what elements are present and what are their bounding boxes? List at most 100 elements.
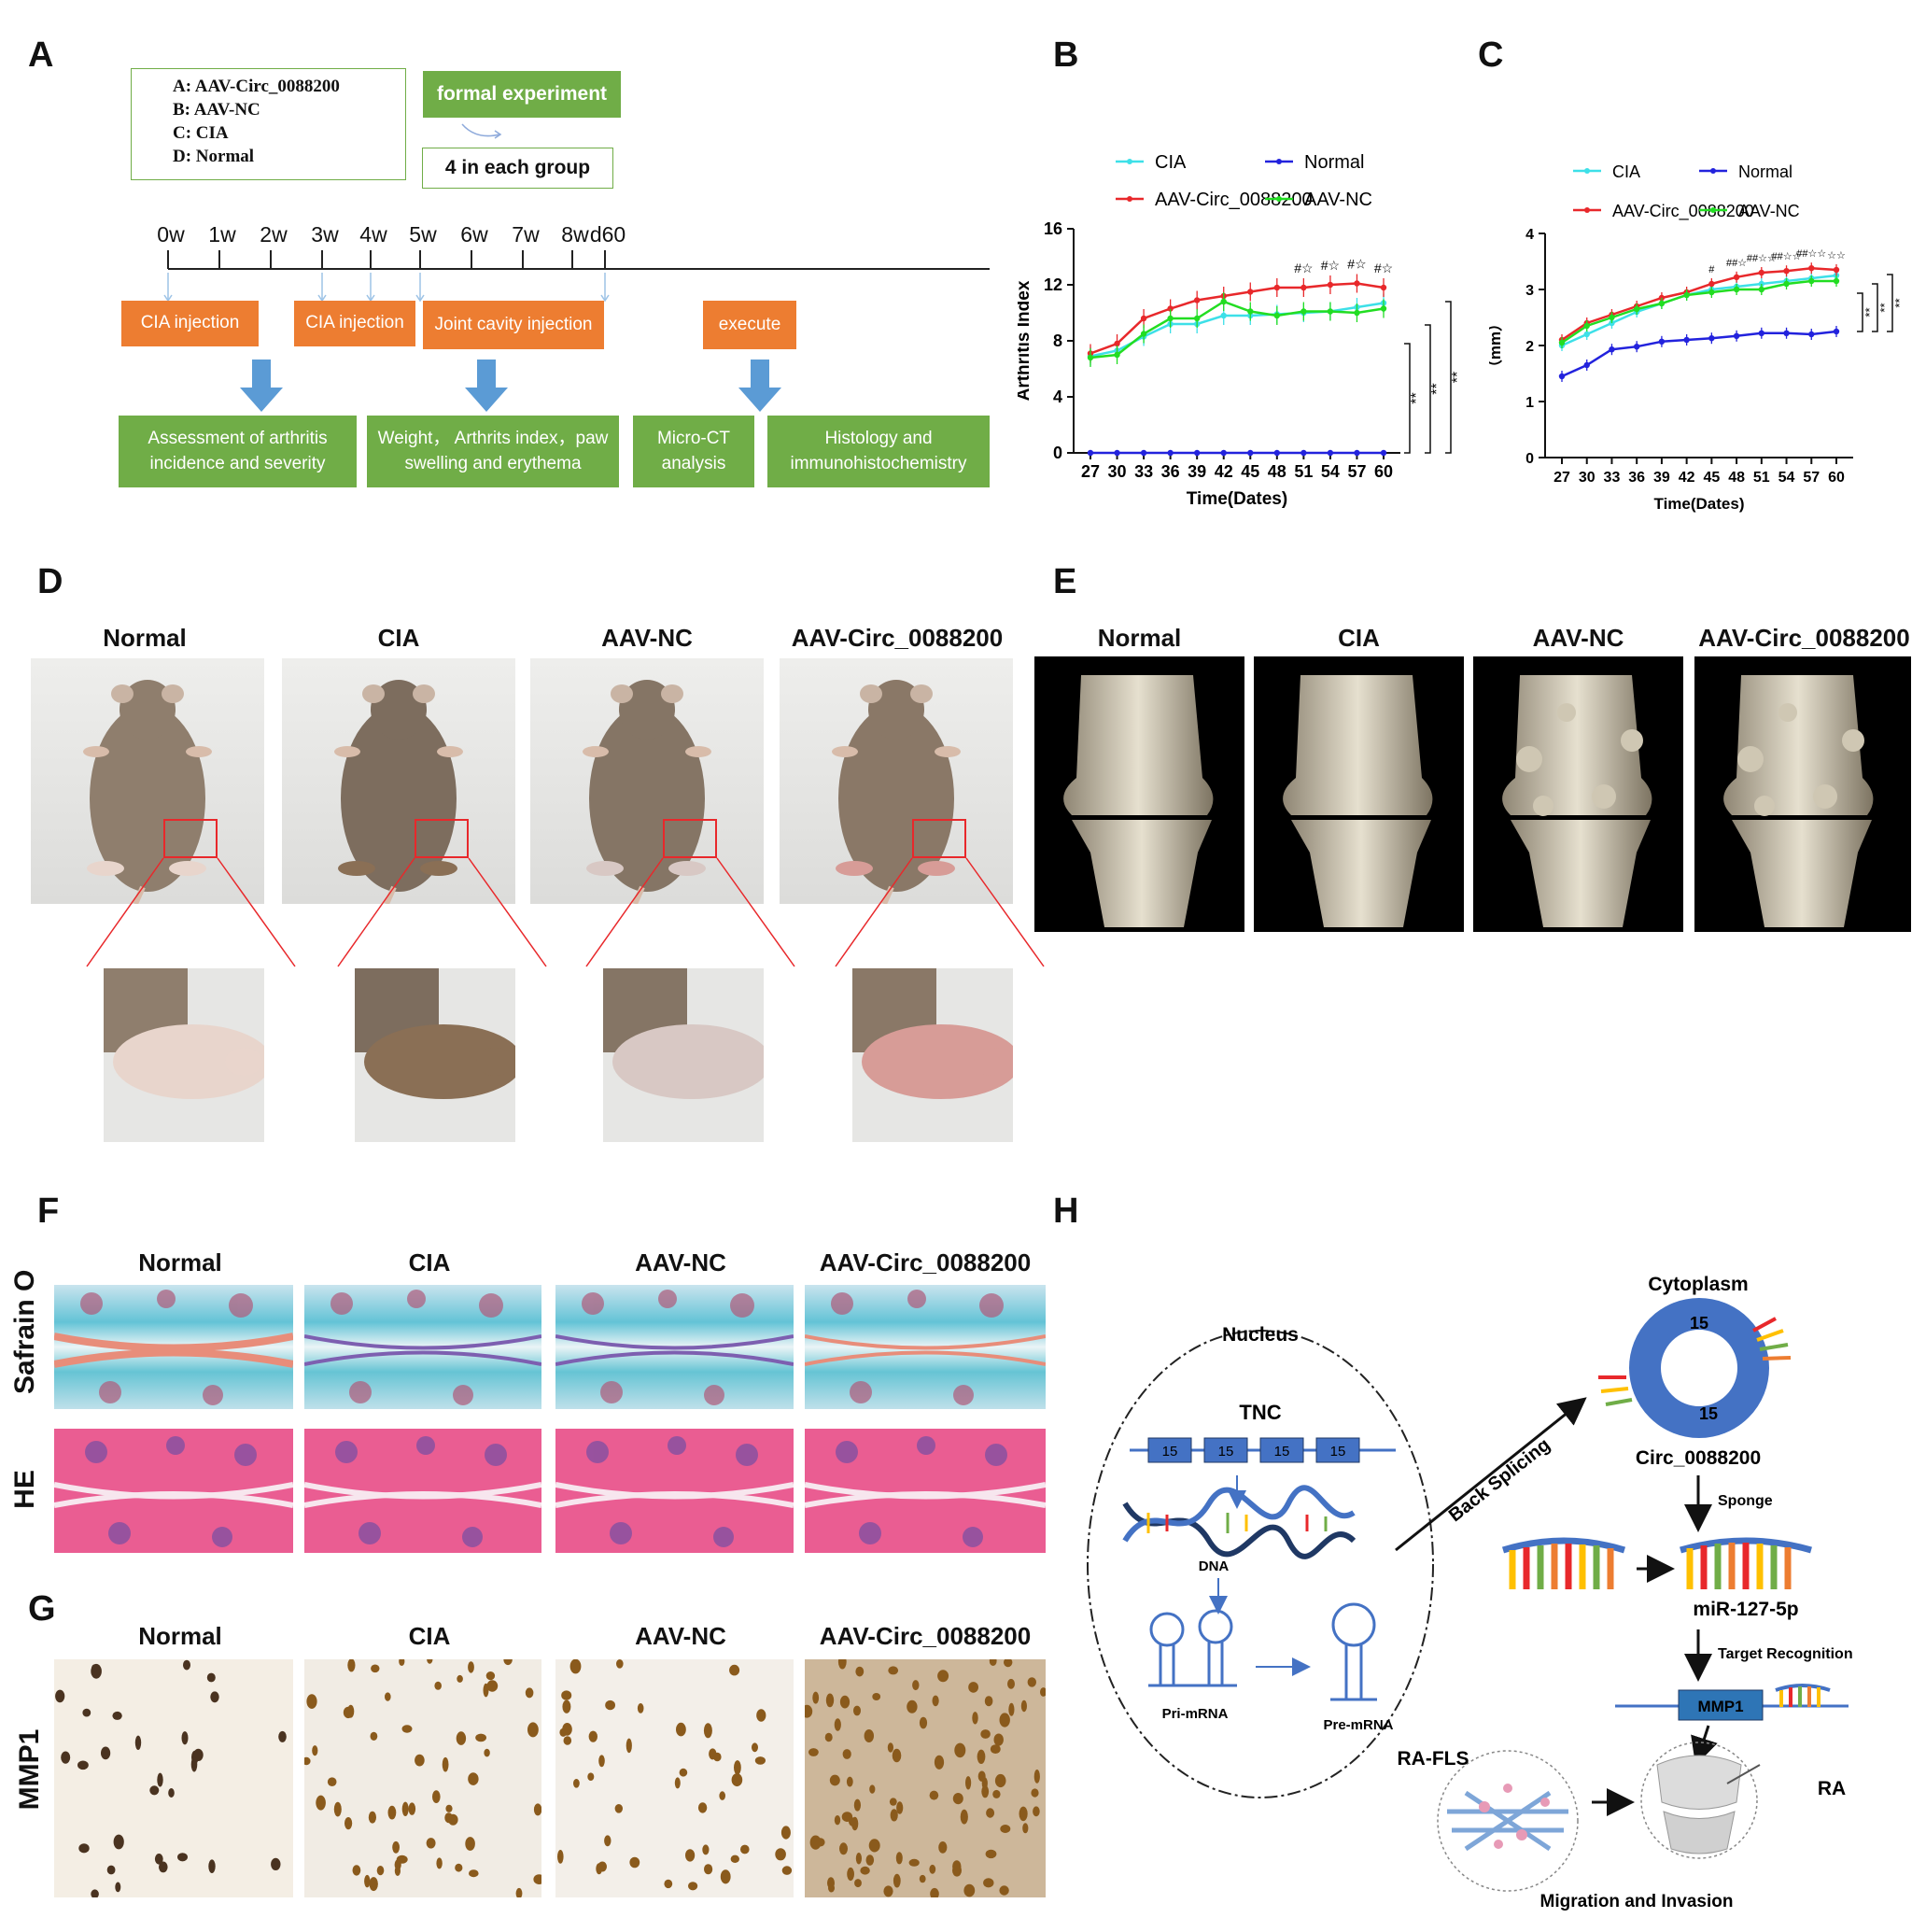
exon-label: 15 [1162, 1444, 1178, 1460]
he-stain-image [304, 1429, 541, 1553]
data-point [1354, 449, 1360, 457]
exon-label: 15 [1699, 1404, 1718, 1423]
y-tick-label: 2 [1525, 339, 1534, 355]
panel-h-mechanism-diagram: Nucleus TNC 15 15 15 15 DNA Pri-mRNA Pre… [1087, 1274, 1853, 1911]
event-cia-injection-1: CIA injection [121, 301, 259, 346]
group-b-label: B: AAV-NC [173, 100, 260, 120]
target-label: Target Recognition [1718, 1646, 1853, 1662]
he-stain-image [805, 1429, 1046, 1553]
x-tick-label: 60 [1374, 462, 1393, 481]
data-point [1327, 449, 1334, 457]
g-label-normal: Normal [138, 1622, 222, 1650]
x-tick-label: 45 [1703, 470, 1720, 486]
micro-ct-image [1254, 656, 1464, 932]
f-label-aav-circ: AAV-Circ_0088200 [819, 1248, 1032, 1276]
zoom-connector-lines [337, 857, 547, 967]
zoom-region-box [663, 819, 717, 858]
curved-arrow-icon [461, 123, 502, 139]
group-c-label: C: CIA [173, 123, 229, 143]
mirna-small-icon [1775, 1684, 1831, 1707]
mouse-photo [530, 658, 764, 904]
x-tick-label: 42 [1215, 462, 1233, 481]
nucleus-label: Nucleus [1222, 1324, 1299, 1346]
zoom-connector-lines [835, 857, 1045, 967]
data-point [1220, 449, 1227, 457]
row-label-mmp1: MMP1 [14, 1728, 45, 1811]
significance-bracket [1425, 324, 1431, 454]
pri-mrna-label: Pri-mRNA [1162, 1706, 1229, 1722]
mmp1-label: MMP1 [1697, 1698, 1743, 1715]
x-tick-label: 30 [1579, 470, 1596, 486]
timeline-label: 4w [359, 222, 387, 247]
x-tick-label: 33 [1134, 462, 1153, 481]
zoom-connector-lines [585, 857, 795, 967]
d-label-aav-circ: AAV-Circ_0088200 [791, 624, 1004, 652]
g-label-aav-nc: AAV-NC [635, 1622, 726, 1650]
down-arrow-icon [738, 360, 781, 412]
paw-closeup-photo [104, 968, 264, 1142]
x-tick-label: 27 [1553, 470, 1570, 486]
series-line [1561, 279, 1836, 345]
significance-annotation: ##☆ [1726, 258, 1747, 269]
legend-label: AAV-NC [1304, 190, 1372, 210]
x-tick-label: 51 [1294, 462, 1313, 481]
circ-rna-ring [1629, 1298, 1769, 1438]
e-label-normal: Normal [1097, 624, 1182, 652]
mouse-photo [780, 658, 1013, 904]
legend-label: Normal [1304, 152, 1364, 173]
x-tick-label: 45 [1241, 462, 1259, 481]
tnc-label: TNC [1239, 1401, 1281, 1424]
data-point [1114, 449, 1120, 457]
significance-stars: ** [1892, 298, 1906, 307]
mmp1-gene-box [1678, 1689, 1764, 1721]
y-tick-label: 1 [1525, 395, 1534, 411]
x-tick-label: 36 [1161, 462, 1180, 481]
y-tick-label: 12 [1044, 275, 1062, 294]
panel-letter-b: B [1053, 35, 1079, 75]
y-tick-label: 0 [1053, 444, 1062, 462]
zoom-connector-lines [86, 857, 296, 967]
group-a-label: A: AAV-Circ_0088200 [173, 77, 340, 96]
he-stain-image [54, 1429, 293, 1553]
x-tick-label: 27 [1081, 462, 1100, 481]
y-tick-label: 4 [1525, 227, 1534, 243]
x-tick-label: 36 [1628, 470, 1645, 486]
mirna-bound-icon [1598, 1317, 1792, 1406]
series-line [1561, 330, 1837, 378]
x-tick-label: 57 [1347, 462, 1366, 481]
mmp1-ihc-image [304, 1659, 541, 1897]
panel-letter-d: D [37, 562, 63, 601]
safranin-o-image [304, 1285, 541, 1409]
down-arrow-icon [465, 360, 508, 412]
outcome-assessment: Assessment of arthritis incidence and se… [119, 416, 357, 487]
legend-label: AAV-Circ_0088200 [1612, 202, 1754, 221]
timeline-label: 2w [260, 222, 288, 247]
legend-label: AAV-Circ_0088200 [1155, 190, 1313, 210]
x-axis-label: Time(Dates) [1654, 495, 1745, 513]
data-point [1140, 449, 1147, 457]
x-tick-label: 39 [1653, 470, 1670, 486]
x-axis-label: Time(Dates) [1187, 489, 1287, 509]
mouse-photo [282, 658, 515, 904]
significance-stars: ** [1409, 392, 1425, 403]
he-stain-image [555, 1429, 794, 1553]
panel-letter-a: A [28, 35, 54, 75]
row-label-safranin: Safrain O [9, 1269, 40, 1394]
mmp1-ihc-image [555, 1659, 794, 1897]
x-tick-label: 42 [1679, 470, 1695, 486]
down-arrow-icon [240, 360, 283, 412]
timeline-label: 0w [157, 222, 185, 247]
y-tick-label: 8 [1053, 331, 1062, 350]
f-label-cia: CIA [408, 1248, 451, 1276]
e-label-cia: CIA [1338, 624, 1380, 652]
timeline [163, 250, 990, 303]
timeline-label: d60 [589, 222, 626, 247]
x-tick-label: 57 [1803, 470, 1820, 486]
f-label-aav-nc: AAV-NC [635, 1248, 726, 1276]
sponge-label: Sponge [1718, 1493, 1773, 1509]
significance-stars: ** [1450, 372, 1466, 383]
mmp1-ihc-image [805, 1659, 1046, 1897]
event-cia-injection-2: CIA injection [294, 301, 415, 346]
exon-label: 15 [1218, 1444, 1234, 1460]
g-label-cia: CIA [408, 1622, 451, 1650]
